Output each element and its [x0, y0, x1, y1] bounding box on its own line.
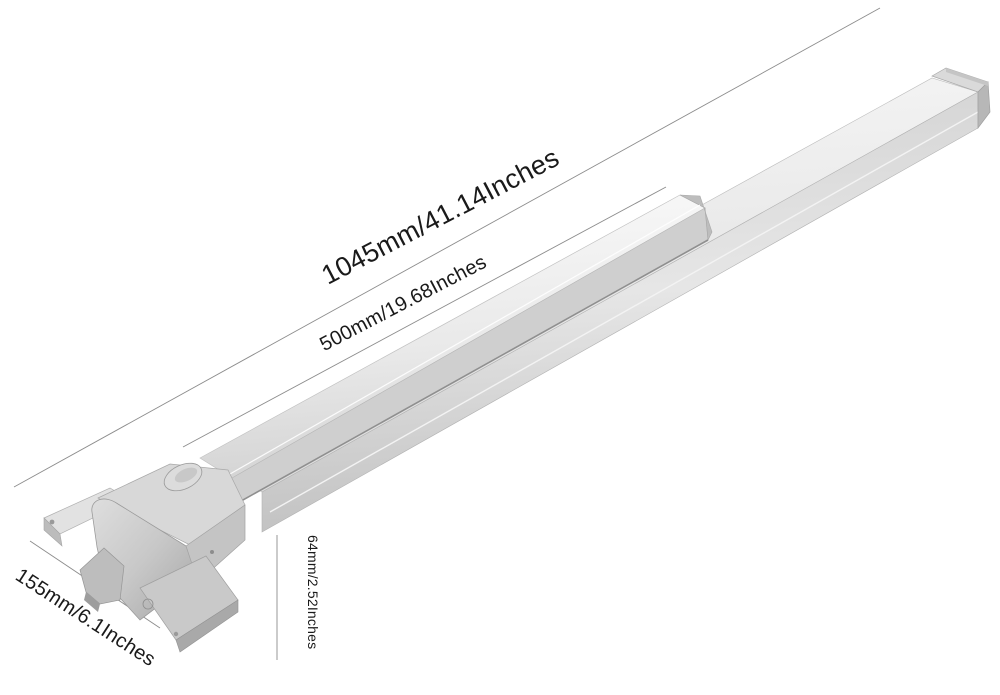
mounting-screw	[210, 550, 214, 554]
height-label: 64mm/2.52Inches	[305, 535, 321, 650]
mounting-screw	[173, 631, 179, 637]
latch-head	[43, 462, 246, 653]
push-pad-top-face	[199, 194, 706, 479]
push-pad-length-line	[182, 186, 667, 448]
mounting-screw	[49, 519, 55, 525]
certification-stamp	[142, 598, 154, 610]
rail-end-cap	[931, 67, 991, 130]
main-rail	[224, 77, 979, 533]
overall-length-line	[13, 7, 881, 488]
push-pad	[199, 194, 713, 506]
push-pad-front-face	[231, 207, 709, 506]
